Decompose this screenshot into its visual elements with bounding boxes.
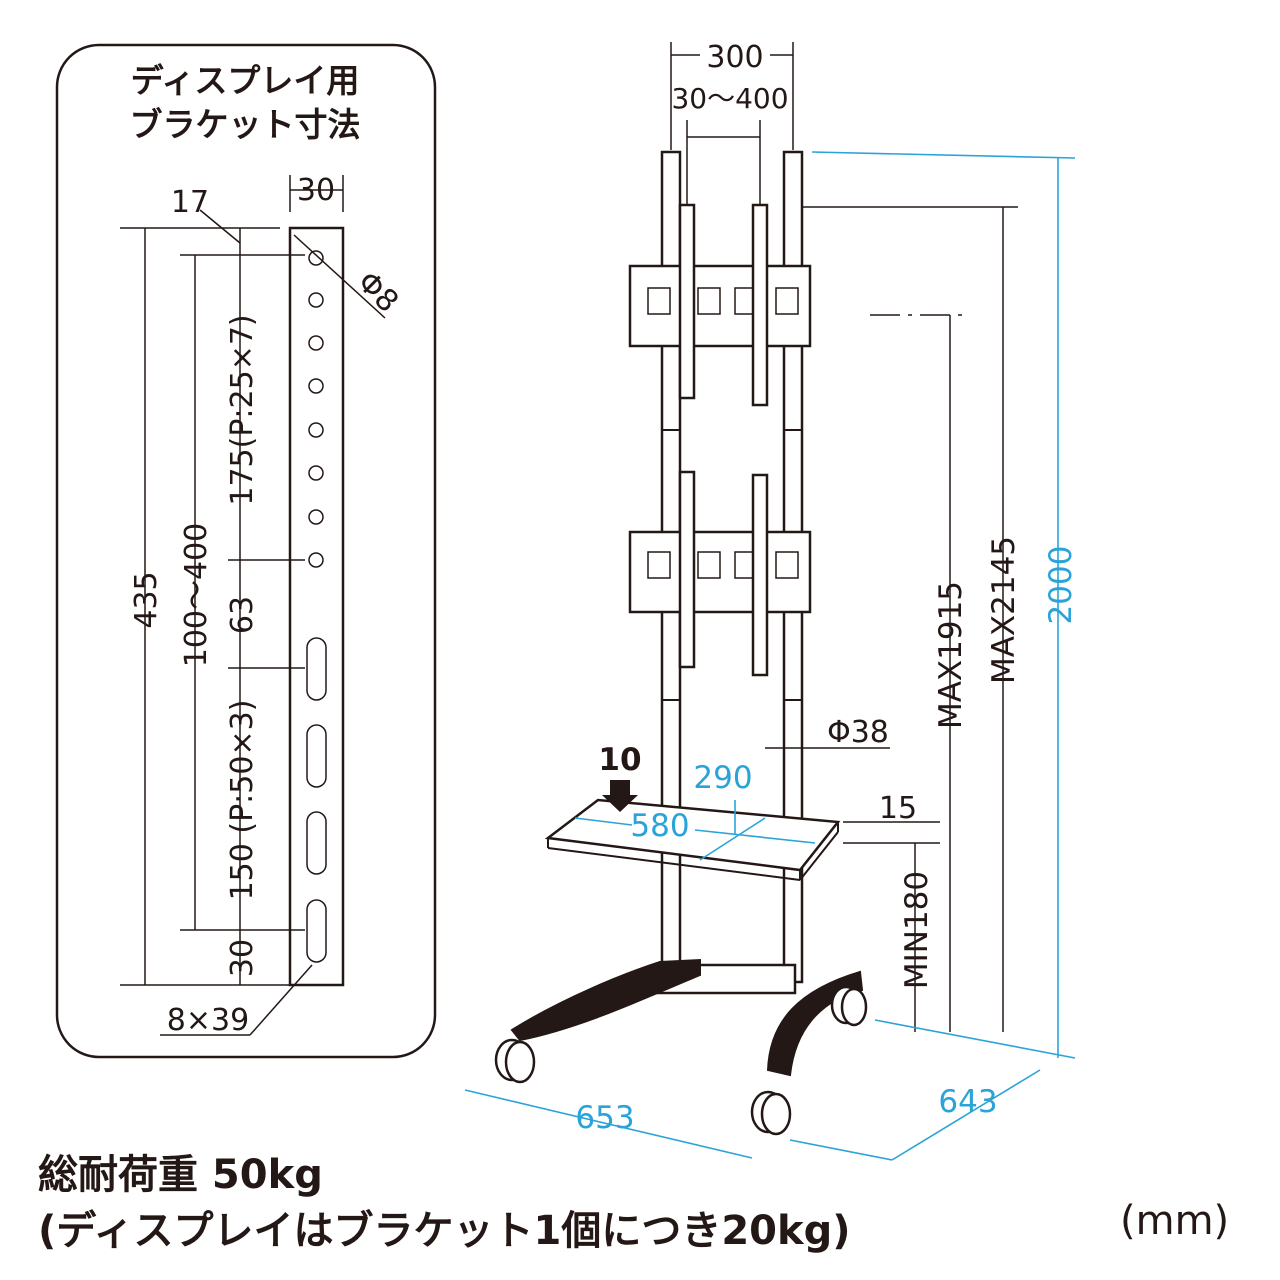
dim-height: 2000 — [1043, 546, 1079, 625]
dim-shelf-width: 580 — [630, 808, 689, 844]
stand-drawing — [494, 150, 868, 1136]
load-capacity-note: 総耐荷重 50kg — [38, 1152, 323, 1198]
upper-right-bracket — [751, 203, 769, 407]
dim-offset: 17 — [171, 185, 209, 220]
dim-pole-spacing: 300 — [706, 40, 763, 75]
dim-bracket-range: 30〜400 — [671, 82, 788, 115]
lower-left-bracket — [678, 470, 696, 669]
bracket-title-line1: ディスプレイ用 — [131, 61, 360, 100]
down-arrow-icon — [602, 780, 638, 812]
bracket-panel-frame — [55, 43, 437, 1059]
bracket-title-line2: ブラケット寸法 — [130, 105, 361, 144]
dim-min-shelf: MIN180 — [899, 871, 935, 989]
upper-left-bracket — [678, 203, 696, 400]
left-leg — [510, 958, 701, 1042]
dim-slot: 8×39 — [167, 1003, 249, 1038]
dim-top-width: 30 — [297, 173, 335, 208]
dim-shelf-edge: 15 — [879, 791, 917, 826]
dim-pole-diameter: Φ38 — [827, 715, 889, 750]
dim-base-depth: 643 — [938, 1084, 997, 1120]
bracket-holes — [308, 250, 324, 568]
dim-shelf-depth: 290 — [693, 760, 752, 796]
dim-gap: 63 — [225, 596, 260, 634]
casters — [494, 985, 868, 1136]
lower-right-bracket — [751, 473, 769, 677]
bracket-plate — [288, 226, 345, 987]
bracket-capacity-note: (ディスプレイはブラケット1個につき20kg) — [38, 1208, 851, 1254]
dim-max-lower: MAX1915 — [933, 581, 969, 729]
unit-label: (mm) — [1120, 1198, 1230, 1244]
bracket-slots — [306, 637, 327, 963]
dim-hole: Φ8 — [350, 265, 405, 320]
dim-max-upper: MAX2145 — [986, 536, 1022, 684]
dim-pitch-upper: 175(P:25×7) — [225, 314, 260, 505]
dim-shelf-thickness: 10 — [598, 742, 641, 778]
dim-range: 100〜400 — [179, 523, 214, 668]
dim-bottom: 30 — [225, 939, 260, 977]
dim-base-width: 653 — [575, 1100, 634, 1136]
dim-total: 435 — [129, 571, 164, 628]
dim-pitch-lower: 150 (P:50×3) — [225, 700, 260, 901]
